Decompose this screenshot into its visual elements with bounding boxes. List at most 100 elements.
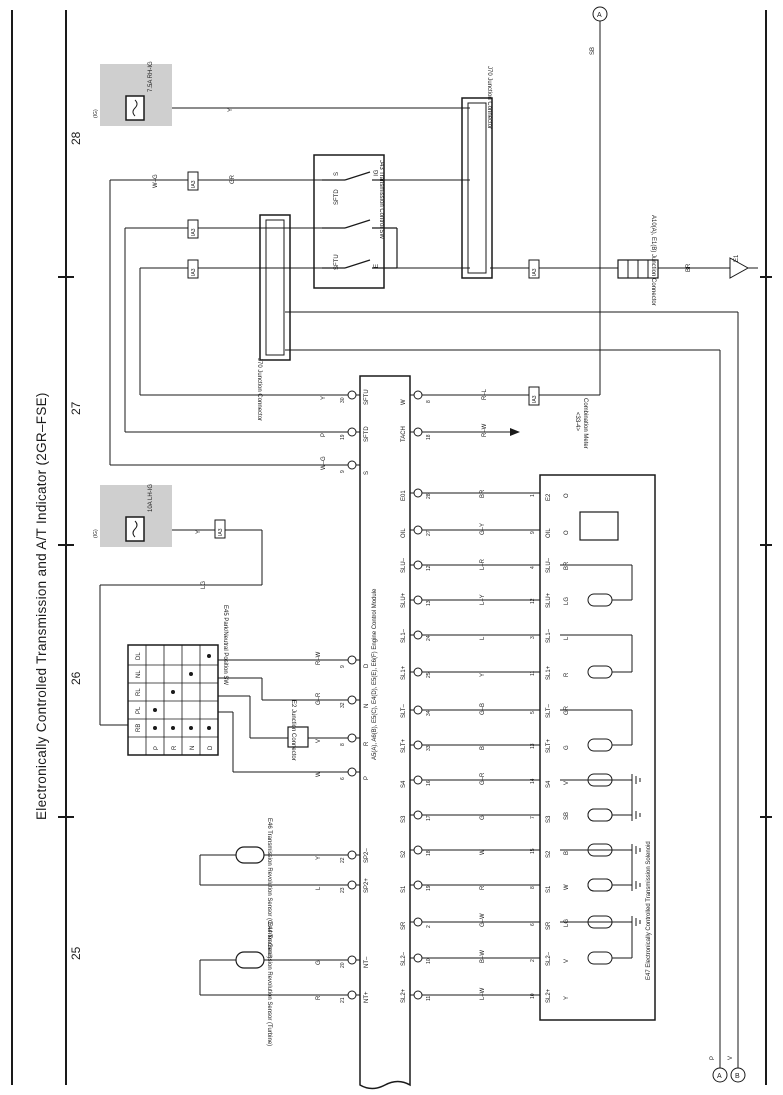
sol-pin-name: SL1– <box>546 628 552 643</box>
ecm-pin-num: 21 <box>340 997 346 1003</box>
ecm-pin-name: D <box>364 663 370 668</box>
ecm-label: A5(A), A6(B), E5(C), E4(D), E5(E), E6(F)… <box>372 588 378 760</box>
offpage-b: B <box>735 1073 740 1080</box>
tcs-terminal: SFTD <box>334 189 340 205</box>
pnp-row: RB <box>136 724 142 732</box>
sol-inner-wire: LG <box>564 919 570 927</box>
junction-code: IA3 <box>191 228 197 236</box>
junction-connector-j70: J70 Junction Connector <box>461 66 493 279</box>
e2-junction-connector: E2 Junction Connector <box>287 700 309 761</box>
sol-pin-num: 8 <box>530 886 536 889</box>
ig-label: (IG) <box>93 109 99 118</box>
ecm-pin-name: SFTD <box>364 426 370 442</box>
ecm-pin-name: E01 <box>401 490 407 501</box>
wire-color: L–W <box>480 987 486 1000</box>
ecm-pin-name: SFTU <box>364 389 370 405</box>
wire-color: G–B <box>480 703 486 715</box>
offpage-a: A <box>597 12 602 19</box>
sol-pin-num: 15 <box>530 848 536 854</box>
wire-color: L–Y <box>480 594 486 605</box>
wire-color: R–W <box>482 423 488 437</box>
sol-pin-name: OIL <box>546 528 552 538</box>
jc-label: J70 Junction Connector <box>256 358 262 421</box>
pin-circle <box>413 880 423 890</box>
wire-color: P <box>710 1056 716 1060</box>
wire-color: L <box>316 886 322 890</box>
wire-color: P <box>321 433 327 437</box>
sol-pin-name: SL2+ <box>546 988 552 1003</box>
tcs-terminal: E <box>374 264 380 268</box>
sol-pin-num: 9 <box>530 531 536 534</box>
wire-color: V <box>316 739 322 743</box>
coil-icon <box>587 593 613 607</box>
ecm-pin-num: 33 <box>426 745 432 751</box>
sol-inner-wire: R <box>564 672 570 677</box>
pnp-col: N <box>190 746 196 750</box>
sol-inner-wire: V <box>564 959 570 963</box>
ecm-left-pins: D9R–WN32G–RR8VP6WSP2–22YSP2+23LNT–20GNT+… <box>316 651 370 1003</box>
ecm-pin-name: SL2+ <box>401 988 407 1003</box>
pin-circle <box>347 850 357 860</box>
ecm-pin-name: SLU– <box>401 557 407 573</box>
wire-color: SB <box>590 47 596 55</box>
pin-circle <box>347 990 357 1000</box>
wire-color: B–W <box>480 950 486 963</box>
sol-pin-num: 5 <box>530 711 536 714</box>
ecm-pin-name: NT+ <box>364 991 370 1003</box>
wire-color: W <box>480 849 486 855</box>
pnp-row: RL <box>136 688 142 696</box>
ecm-pin-num: 19 <box>340 434 346 440</box>
sol-pin-num: 1 <box>530 494 536 497</box>
coil-icon <box>587 665 613 679</box>
sol-pin-name: SLU+ <box>546 592 552 608</box>
wire-color: Y <box>480 673 486 677</box>
pin-circle <box>413 775 423 785</box>
pin-circle <box>413 488 423 498</box>
sol-pin-num: 13 <box>530 743 536 749</box>
fuse-label: 7.5A RH-IG <box>148 61 154 92</box>
ecm-pin-num: 9 <box>340 665 346 668</box>
wire-color: B <box>480 746 486 750</box>
ecm-pin-num: 20 <box>340 962 346 968</box>
ecm-pin-num: 9 <box>340 470 346 473</box>
ecm-pin-name: R <box>364 741 370 746</box>
junction-connector-j70-mid: J70 Junction Connector <box>256 214 291 421</box>
ecm-pin-name: P <box>364 776 370 780</box>
wire-color: BR <box>480 489 486 498</box>
e2-label: E2 Junction Connector <box>290 700 296 761</box>
wire-color: Y <box>316 856 322 860</box>
sol-inner-wire: W <box>564 884 570 890</box>
pin-circle <box>347 955 357 965</box>
ecm-pin-num: 11 <box>426 996 432 1001</box>
ecm-pin-name: SL1+ <box>401 665 407 680</box>
fuse-7-5a: 7.5A RH-IG (IG) <box>93 61 172 126</box>
sol-pin-name: SL2– <box>546 951 552 966</box>
wire-color: L <box>480 636 486 640</box>
ecm-pin-num: 12 <box>426 565 432 571</box>
ecm-pin-name: SL1– <box>401 628 407 643</box>
ecm-pin-num: 2 <box>426 925 432 928</box>
ecm-pin-name: SP2+ <box>364 878 370 893</box>
sol-inner-wire: O <box>564 493 570 498</box>
wire-color: R–W <box>316 651 322 665</box>
pin-circle <box>347 655 357 665</box>
ecm-pin-num: 23 <box>340 887 346 893</box>
pin-circle <box>413 595 423 605</box>
ecm-pin-num: 28 <box>426 493 432 499</box>
meter-label: Combination Meter <box>582 398 588 449</box>
junction-code: IA3 <box>532 268 538 276</box>
combination-meter: Combination Meter <33-4> <box>510 398 588 449</box>
sol-inner-wire: L <box>564 636 570 640</box>
pin-circle <box>413 560 423 570</box>
sol-pin-num: 2 <box>530 959 536 962</box>
sol-pin-num: 12 <box>530 598 536 604</box>
